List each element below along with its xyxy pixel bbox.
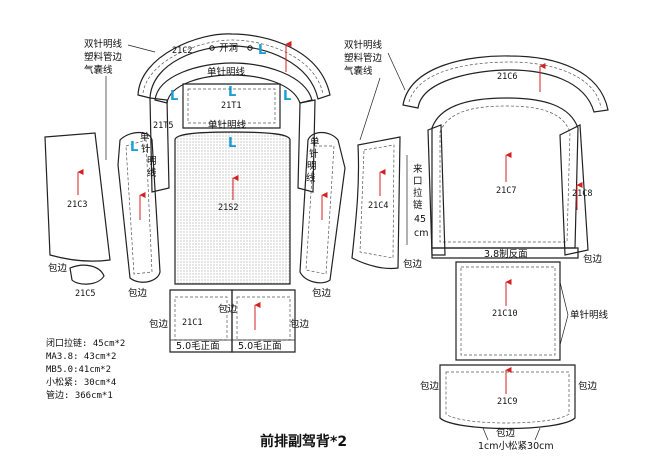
- note-2: MB5.0:41cm*2: [46, 365, 111, 375]
- leader-left-1: [127, 44, 156, 53]
- label-bind-g: 包边: [403, 258, 423, 270]
- label-bind-e: 包边: [290, 318, 310, 330]
- label-bind-j: 包边: [578, 380, 598, 392]
- piece-left-side: 单 针 明 线 L: [117, 131, 161, 283]
- svg-text:来: 来: [413, 164, 423, 175]
- label-twin-needle-1: 双针明线: [84, 38, 123, 50]
- label-single-right-1: 单: [310, 136, 320, 148]
- l-mark-5: L: [228, 136, 236, 151]
- label-bind-k: 包边: [496, 427, 516, 439]
- piece-21c9: 21C9: [439, 364, 576, 430]
- label-plastic-piping-2: 塑料管边: [344, 52, 383, 64]
- label-front-2: 5.0毛正面: [238, 340, 282, 352]
- label-single-needle-top: 单针明线: [207, 66, 246, 78]
- label-bind-f: 包边: [312, 287, 332, 299]
- label-single-right-3: 明: [307, 161, 317, 172]
- label-airbag-line-1: 气囊线: [84, 64, 113, 76]
- label-single-left-4: 线: [147, 167, 157, 179]
- note-0: 闭口拉链: 45cm*2: [46, 337, 125, 349]
- code-21s2: 21S2: [218, 203, 238, 213]
- svg-text:拉: 拉: [413, 187, 423, 199]
- code-21c1: 21C1: [182, 318, 202, 328]
- leader-elastic: [482, 427, 541, 441]
- label-bind-b: 包边: [128, 287, 148, 299]
- label-bind-c: 包边: [149, 318, 169, 330]
- l-mark-1: L: [258, 43, 266, 58]
- label-bind-h: 包边: [583, 253, 603, 265]
- note-1: MA3.8: 43cm*2: [46, 352, 116, 362]
- label-opening: 开洞: [219, 43, 238, 54]
- code-21c2: 21C2: [172, 46, 192, 56]
- diagram-title: 前排副驾背*2: [260, 433, 347, 450]
- code-21t1: 21T1: [221, 101, 241, 111]
- label-bind-i: 包边: [420, 380, 440, 392]
- piece-21c8: 21C8: [559, 124, 592, 256]
- piece-21t1: 21T1 单针明线: [182, 83, 281, 131]
- piece-21c4: 21C4: [351, 136, 401, 270]
- piece-21s2: L 21S2: [174, 131, 291, 285]
- piece-21c7: 21C7: [431, 97, 579, 249]
- l-mark-6: L: [130, 140, 138, 155]
- svg-text:45: 45: [414, 214, 426, 225]
- note-4: 管边: 366cm*1: [46, 389, 113, 401]
- label-elastic: 1cm小松紧30cm: [478, 440, 554, 452]
- label-airbag-line-2: 气囊线: [344, 65, 373, 77]
- label-single-right-4: 线: [306, 172, 316, 184]
- piece-strip-right: L: [283, 89, 316, 193]
- piece-21c2: 21C2 开洞 L: [137, 33, 331, 100]
- code-21c3: 21C3: [67, 200, 87, 210]
- label-single-needle-mid: 单针明线: [208, 119, 247, 131]
- piece-21c10: 21C10: [455, 261, 561, 361]
- label-bind-d: 包边: [218, 303, 238, 315]
- piece-21c5: 21C5: [69, 264, 105, 299]
- piece-21t5: 21T5 L: [149, 89, 178, 193]
- l-mark-3: L: [170, 89, 178, 104]
- label-single-right-2: 针: [309, 148, 319, 160]
- l-mark-2: L: [228, 85, 236, 100]
- piece-right-assembly-left-strip: [427, 124, 446, 256]
- code-21c5: 21C5: [75, 289, 95, 299]
- hole-icon-left: [209, 45, 215, 51]
- label-bind-a: 包边: [48, 262, 68, 274]
- hole-icon-right: [247, 45, 253, 51]
- label-zipper-strip: 3.8制反面: [484, 248, 528, 260]
- piece-21c6: 21C6: [402, 55, 609, 113]
- svg-text:cm: cm: [414, 228, 428, 239]
- label-single-left-3: 明: [147, 156, 157, 167]
- label-twin-needle-2: 双针明线: [344, 39, 383, 51]
- piece-21c3: 21C3: [44, 132, 111, 262]
- code-21c9: 21C9: [497, 397, 517, 407]
- svg-text:链: 链: [413, 199, 423, 211]
- label-zipper-vertical: 来 口 拉 链 45 cm: [413, 164, 428, 239]
- svg-text:口: 口: [413, 176, 423, 187]
- code-21c7: 21C7: [496, 186, 516, 196]
- leader-single-right: [559, 281, 569, 346]
- note-3: 小松紧: 30cm*4: [46, 376, 116, 388]
- code-21c4: 21C4: [368, 201, 388, 211]
- l-mark-4: L: [283, 89, 291, 104]
- label-plastic-piping-1: 塑料管边: [84, 51, 123, 63]
- code-21c10: 21C10: [492, 309, 518, 319]
- label-single-left-1: 单: [140, 131, 150, 143]
- code-21t5: 21T5: [153, 121, 173, 131]
- piece-zipper-strip: 3.8制反面: [431, 247, 579, 260]
- label-single-needle-right: 单针明线: [570, 309, 609, 321]
- label-front-1: 5.0毛正面: [176, 340, 220, 352]
- leader-right: [359, 52, 406, 141]
- piece-21c1: 21C1 5.0毛正面 5.0毛正面: [169, 289, 296, 353]
- label-single-left-2: 针: [141, 143, 151, 155]
- code-21c8: 21C8: [572, 189, 592, 199]
- code-21c6: 21C6: [497, 72, 517, 82]
- piece-right-side: 单 针 明 线: [299, 131, 346, 284]
